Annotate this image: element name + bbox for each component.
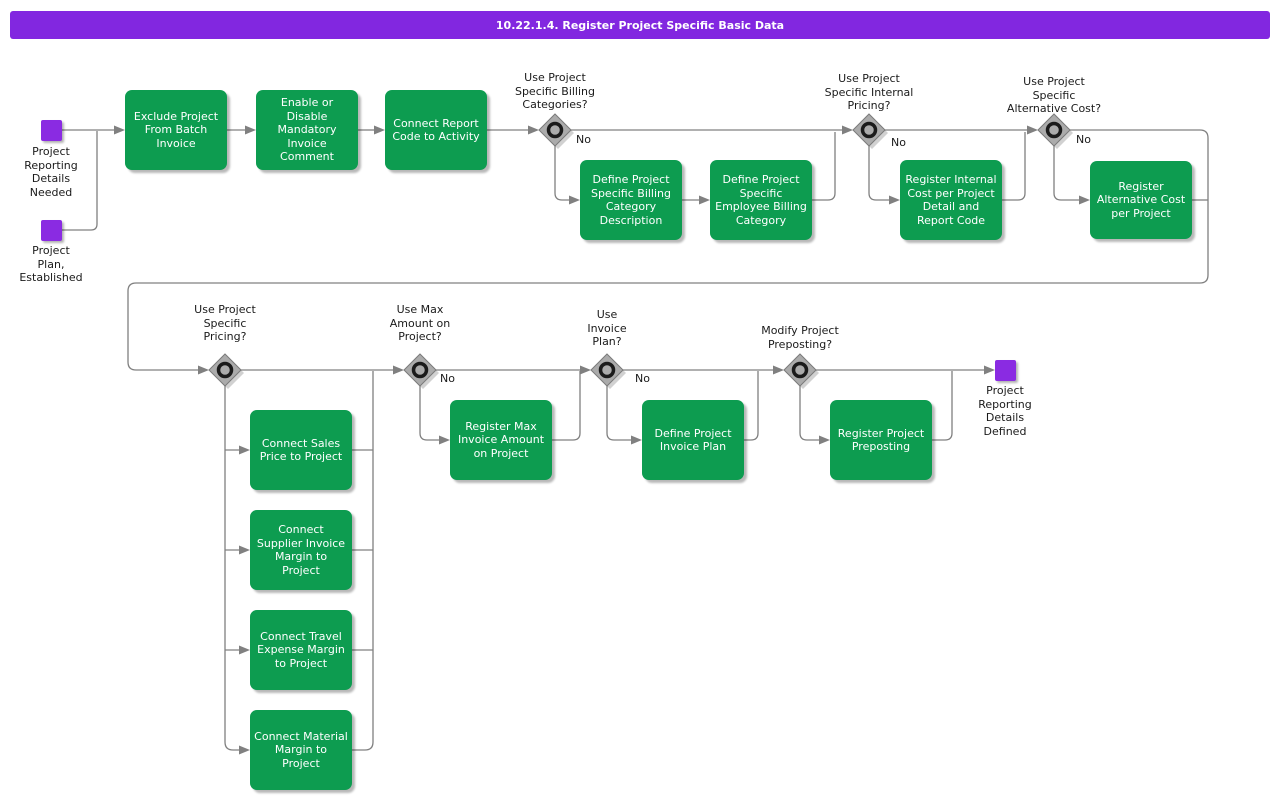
activity-label: Register Project Preposting [837, 426, 925, 454]
activity-define-project-specific-employee-billing-category[interactable]: Define Project Specific Employee Billing… [710, 160, 812, 240]
end-event-label: Project Reporting Details Defined [978, 384, 1032, 438]
activity-label: Define Project Invoice Plan [654, 426, 732, 454]
arrowhead [984, 365, 995, 375]
activity-exclude-project-from-batch-invoice[interactable]: Exclude Project From Batch Invoice [125, 90, 227, 170]
arrowhead [239, 545, 250, 555]
decision-question-billing-categories: Use Project Specific Billing Categories? [514, 71, 596, 111]
edge-label-no: No [1076, 133, 1091, 146]
arrowhead [114, 125, 125, 135]
gateway-use-project-specific-alternative-cost [1037, 113, 1073, 149]
gateway-modify-project-preposting [783, 353, 819, 389]
flow-line [932, 371, 953, 441]
activity-define-project-invoice-plan[interactable]: Define Project Invoice Plan [642, 400, 744, 480]
arrowheads [114, 125, 1090, 755]
flow-line [352, 371, 374, 751]
flow-line [554, 146, 569, 201]
flow-line [1053, 146, 1079, 201]
diagram-title: 10.22.1.4. Register Project Specific Bas… [495, 18, 785, 32]
activity-label: Connect Travel Expense Margin to Project [257, 629, 345, 670]
activity-register-max-invoice-amount-on-project[interactable]: Register Max Invoice Amount on Project [450, 400, 552, 480]
gateway-use-invoice-plan [590, 353, 626, 389]
decision-question-invoice-plan: Use Invoice Plan? [587, 308, 627, 348]
activity-label: Define Project Specific Employee Billing… [715, 173, 807, 227]
flow-line [744, 371, 759, 441]
edge-label-no: No [891, 136, 906, 149]
arrowhead [439, 435, 450, 445]
activity-label: Connect Supplier Invoice Margin to Proje… [256, 523, 346, 577]
activity-label: Exclude Project From Batch Invoice [133, 109, 219, 150]
arrowhead [773, 365, 784, 375]
flow-line [552, 371, 581, 441]
activity-connect-sales-price-to-project[interactable]: Connect Sales Price to Project [250, 410, 352, 490]
flow-line [419, 386, 439, 441]
start-event-project-reporting-details-needed [41, 120, 62, 141]
arrowhead [569, 195, 580, 205]
arrowhead [245, 125, 256, 135]
gateway-use-max-amount-on-project [403, 353, 439, 389]
start-event-label: Project Reporting Details Needed [24, 145, 78, 199]
diagram-title-bar: 10.22.1.4. Register Project Specific Bas… [10, 11, 1270, 39]
activity-connect-travel-expense-margin-to-project[interactable]: Connect Travel Expense Margin to Project [250, 610, 352, 690]
flow-line [127, 129, 1209, 371]
flow-line [812, 132, 836, 201]
activity-register-internal-cost-per-project-detail-and-report-code[interactable]: Register Internal Cost per Project Detai… [900, 160, 1002, 240]
decision-question-modify-preposting: Modify Project Preposting? [761, 324, 839, 351]
arrowhead [1079, 195, 1090, 205]
activity-label: Register Alternative Cost per Project [1096, 179, 1186, 220]
arrowhead [631, 435, 642, 445]
arrowhead [393, 365, 404, 375]
activity-label: Connect Material Margin to Project [254, 729, 348, 770]
gateway-use-project-specific-internal-pricing [852, 113, 888, 149]
decision-question-internal-pricing: Use Project Specific Internal Pricing? [824, 72, 914, 112]
edge-label-no: No [440, 372, 455, 385]
arrowhead [528, 125, 539, 135]
flow-line [1002, 132, 1026, 201]
activity-register-project-preposting[interactable]: Register Project Preposting [830, 400, 932, 480]
flow-line [225, 449, 239, 651]
arrowhead [239, 745, 250, 755]
flow-line [799, 386, 819, 441]
activity-label: Enable or Disable Mandatory Invoice Comm… [277, 96, 337, 164]
flow-line [62, 131, 98, 231]
flow-lines [62, 129, 1209, 751]
activity-label: Register Max Invoice Amount on Project [457, 419, 545, 460]
arrowhead [239, 645, 250, 655]
flow-line [868, 146, 889, 201]
activity-label: Register Internal Cost per Project Detai… [905, 173, 997, 227]
activity-label: Connect Report Code to Activity [392, 116, 480, 144]
start-event-project-plan-established [41, 220, 62, 241]
gateway-use-project-specific-pricing [208, 353, 244, 389]
arrowhead [842, 125, 853, 135]
arrowhead [819, 435, 830, 445]
activity-connect-supplier-invoice-margin-to-project[interactable]: Connect Supplier Invoice Margin to Proje… [250, 510, 352, 590]
activity-connect-report-code-to-activity[interactable]: Connect Report Code to Activity [385, 90, 487, 170]
edge-label-no: No [576, 133, 591, 146]
flow-line [224, 386, 239, 751]
activity-register-alternative-cost-per-project[interactable]: Register Alternative Cost per Project [1090, 161, 1192, 239]
activity-define-project-specific-billing-category-description[interactable]: Define Project Specific Billing Category… [580, 160, 682, 240]
arrowhead [374, 125, 385, 135]
arrowhead [699, 195, 710, 205]
activity-connect-material-margin-to-project[interactable]: Connect Material Margin to Project [250, 710, 352, 790]
activity-label: Connect Sales Price to Project [259, 436, 343, 464]
arrowhead [889, 195, 900, 205]
edge-label-no: No [635, 372, 650, 385]
decision-question-alternative-cost: Use Project Specific Alternative Cost? [1006, 75, 1102, 115]
activity-label: Define Project Specific Billing Category… [590, 173, 672, 227]
end-event-project-reporting-details-defined [995, 360, 1016, 381]
arrowhead [239, 445, 250, 455]
gateway-use-project-specific-billing-categories [538, 113, 574, 149]
arrowhead [198, 365, 209, 375]
arrowhead [1027, 125, 1038, 135]
gateways [208, 113, 1073, 389]
activity-enable-or-disable-mandatory-invoice-comment[interactable]: Enable or Disable Mandatory Invoice Comm… [256, 90, 358, 170]
decision-question-specific-pricing: Use Project Specific Pricing? [194, 303, 256, 343]
flow-line [606, 386, 631, 441]
start-event-label: Project Plan, Established [19, 244, 83, 284]
decision-question-max-amount: Use Max Amount on Project? [389, 303, 451, 343]
arrowhead [580, 365, 591, 375]
